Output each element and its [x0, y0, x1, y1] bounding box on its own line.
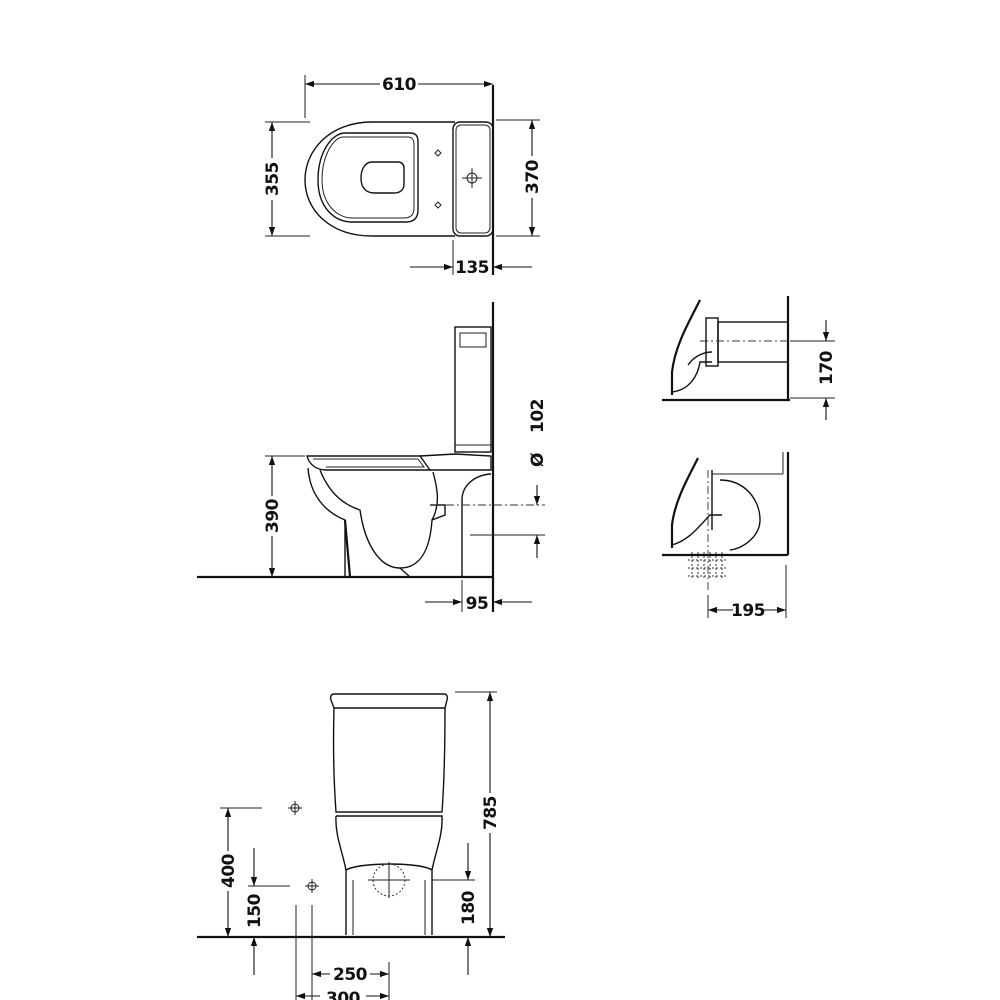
vertical-outlet-detail: 195: [662, 452, 790, 621]
dim-355: 355: [263, 162, 283, 196]
cistern-top: [452, 121, 494, 237]
dim-390: 390: [263, 498, 283, 533]
dim-135: 135: [455, 258, 489, 278]
seat-side: [306, 455, 432, 471]
flush-button-icon: [462, 168, 482, 188]
dim-250: 250: [333, 965, 368, 985]
bowl-side: [307, 467, 346, 577]
dim-370: 370: [523, 159, 543, 194]
dim-785: 785: [481, 796, 501, 830]
dim-610: 610: [382, 75, 417, 95]
dim-180: 180: [459, 890, 479, 925]
front-view: 785 400 150 180 250 300: [197, 691, 505, 1000]
horizontal-outlet-detail: 170: [662, 296, 837, 420]
diameter-symbol: Ø: [528, 453, 548, 467]
bowl-opening: [360, 161, 405, 194]
cistern-side: [454, 326, 492, 453]
bowl-outline: [304, 121, 455, 237]
top-view: 610 355 370 135: [263, 74, 543, 278]
cistern-front: [332, 707, 446, 813]
seat-outline: [317, 132, 419, 223]
dim-300: 300: [326, 989, 361, 1000]
dim-195: 195: [731, 601, 765, 621]
cistern-lid: [329, 693, 449, 709]
water-inlet-upper-icon: [288, 801, 302, 815]
dim-102: 102: [528, 399, 548, 433]
dim-95: 95: [466, 594, 489, 614]
side-view: 390 102 Ø 95: [197, 302, 548, 614]
outlet-front-icon: [368, 862, 410, 898]
dim-150: 150: [245, 893, 265, 928]
dim-170: 170: [817, 350, 837, 385]
vertical-drain-pipe: [688, 552, 726, 580]
water-inlet-lower-icon: [305, 879, 319, 893]
dim-400: 400: [219, 853, 239, 888]
hinge-markers: [434, 149, 442, 209]
